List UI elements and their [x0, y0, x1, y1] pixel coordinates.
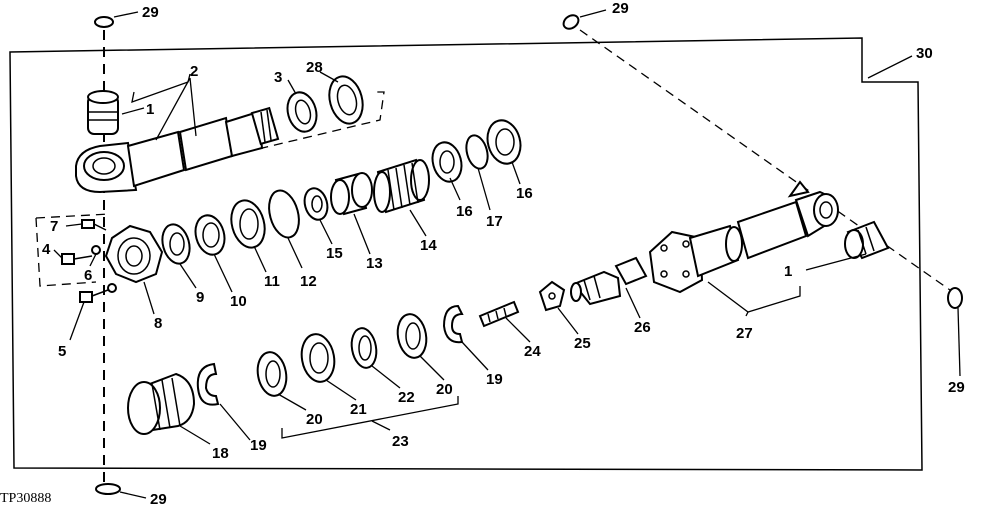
- callout-10: 10: [230, 293, 247, 310]
- screw-5: [79, 283, 117, 303]
- cylinder-barrel-27: [648, 180, 839, 294]
- callout-29-top-mid: 29: [612, 0, 629, 17]
- callout-27: 27: [736, 325, 753, 342]
- bracket-23: [281, 396, 459, 439]
- callout-16-right: 16: [516, 185, 533, 202]
- bushing-13: [330, 172, 373, 216]
- washer-16-right: [486, 119, 522, 165]
- washer-6: [91, 245, 101, 255]
- o-ring-12: [268, 189, 300, 239]
- callout-3: 3: [274, 69, 282, 86]
- o-ring-29-right: [947, 287, 963, 309]
- ring-15: [303, 187, 329, 221]
- figure-code: TP30888: [0, 491, 51, 506]
- callout-23: 23: [392, 433, 409, 450]
- leader-lines: [53, 9, 961, 499]
- callout-28: 28: [306, 59, 323, 76]
- group-box-middle: [35, 213, 111, 287]
- piston-rod-2: [75, 106, 280, 194]
- bracket-2: [131, 73, 191, 103]
- o-ring-29-top-left: [94, 16, 114, 28]
- seal-21: [300, 333, 336, 383]
- wiper-9: [161, 223, 191, 265]
- spring-24: [478, 300, 520, 328]
- bushing-1-upper: [87, 90, 119, 135]
- kit-border: [9, 37, 923, 471]
- o-ring-29-top-mid: [562, 14, 580, 30]
- callout-29-right: 29: [948, 379, 965, 396]
- screw-4: [61, 253, 93, 265]
- spring-sleeve-14: [373, 158, 430, 214]
- callout-19-left: 19: [250, 437, 267, 454]
- washer-16-left: [431, 141, 463, 183]
- callout-16-left: 16: [456, 203, 473, 220]
- callout-25: 25: [574, 335, 591, 352]
- snap-ring-19-left: [196, 362, 220, 406]
- callout-1-upper: 1: [146, 101, 154, 118]
- callout-2: 2: [190, 63, 198, 80]
- washer-20-right: [396, 313, 428, 359]
- bushing-1-right: [844, 220, 890, 260]
- callout-6: 6: [84, 267, 92, 284]
- seal-11: [230, 199, 266, 249]
- callout-14: 14: [420, 237, 437, 254]
- callout-26: 26: [634, 319, 651, 336]
- callout-20-right: 20: [436, 381, 453, 398]
- o-ring-29-bottom: [95, 483, 121, 495]
- group-box-upper: [127, 91, 385, 181]
- bracket-1-right: [805, 253, 867, 271]
- callout-29-top-left: 29: [142, 4, 159, 21]
- callout-15: 15: [326, 245, 343, 262]
- callout-20-left: 20: [306, 411, 323, 428]
- callout-18: 18: [212, 445, 229, 462]
- callout-11: 11: [264, 273, 280, 290]
- callout-30: 30: [916, 45, 933, 62]
- screw-7: [81, 219, 107, 231]
- relief-valve-26: [570, 256, 648, 306]
- piston-18: [127, 372, 196, 435]
- bearing-22: [350, 327, 378, 369]
- snap-ring-19-right: [442, 304, 464, 344]
- ring-3: [286, 91, 318, 133]
- washer-20-left: [256, 351, 288, 397]
- callout-9: 9: [196, 289, 204, 306]
- bracket-27: [707, 281, 801, 313]
- callout-7: 7: [50, 218, 58, 235]
- callout-1-right: 1: [784, 263, 792, 280]
- ring-17: [465, 134, 489, 170]
- callout-22: 22: [398, 389, 415, 406]
- callout-17: 17: [486, 213, 503, 230]
- seal-10: [194, 214, 226, 256]
- callout-21: 21: [350, 401, 367, 418]
- nut-25: [538, 280, 566, 312]
- callout-5: 5: [58, 343, 66, 360]
- seal-28: [328, 75, 364, 125]
- callout-19-right: 19: [486, 371, 503, 388]
- callout-12: 12: [300, 273, 317, 290]
- callout-29-bottom: 29: [150, 491, 167, 508]
- callout-13: 13: [366, 255, 383, 272]
- callout-8: 8: [154, 315, 162, 332]
- flange-8: [104, 224, 164, 284]
- callout-4: 4: [42, 241, 51, 258]
- callout-24: 24: [524, 343, 541, 360]
